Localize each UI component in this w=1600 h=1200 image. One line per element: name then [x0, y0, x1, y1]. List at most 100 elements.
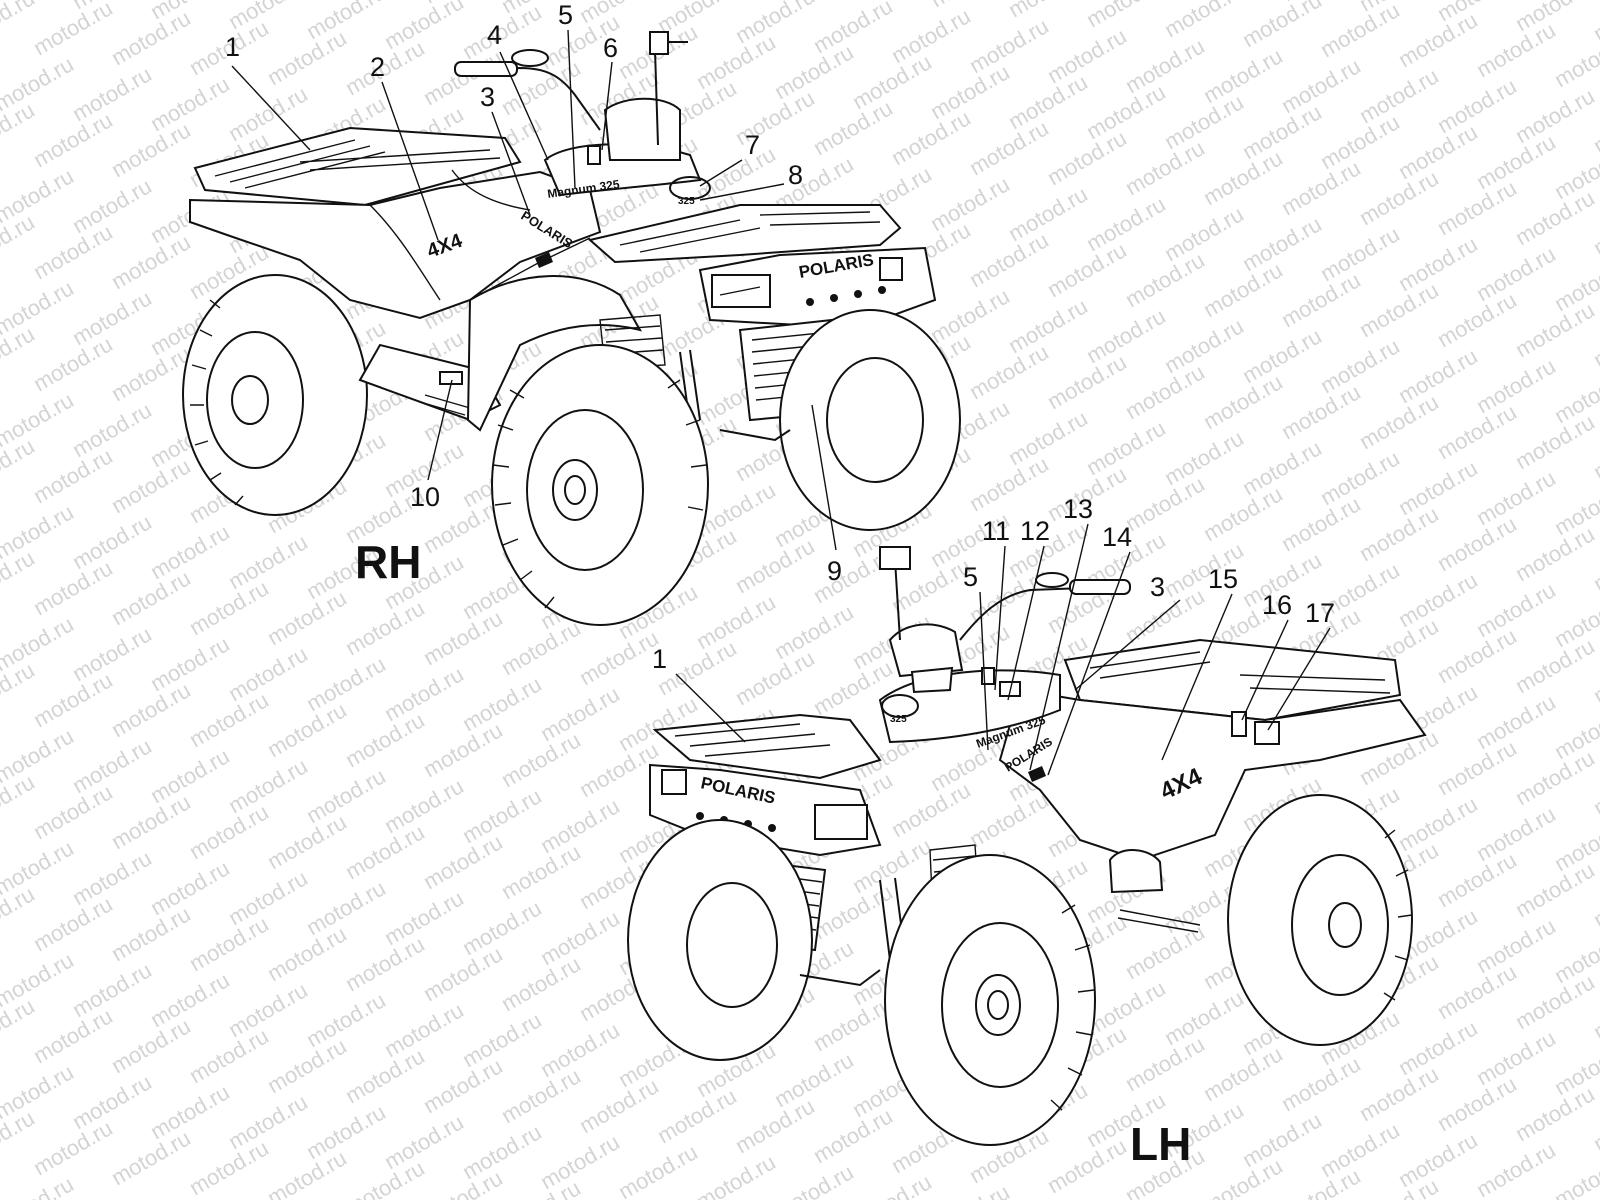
watermark-text: motod.ru	[1355, 389, 1443, 454]
watermark-text: motod.ru	[1238, 99, 1326, 164]
watermark-text: motod.ru	[1082, 303, 1170, 368]
watermark-text: motod.ru	[770, 1159, 858, 1200]
watermark-text: motod.ru	[1472, 913, 1560, 978]
watermark-text: motod.ru	[1082, 0, 1170, 32]
rh-view-label: RH	[355, 536, 421, 588]
watermark-text: motod.ru	[497, 1063, 585, 1128]
watermark-text: motod.ru	[848, 1169, 936, 1200]
watermark-text: motod.ru	[341, 595, 429, 660]
lh-leader-lines	[675, 523, 1331, 776]
watermark-text: motod.ru	[224, 977, 312, 1042]
watermark-text: motod.ru	[1082, 191, 1170, 256]
watermark-text: motod.ru	[536, 1017, 624, 1082]
watermark-text: motod.ru	[1043, 349, 1131, 414]
rh-callout-4: 4	[487, 20, 502, 50]
watermark-text: motod.ru	[68, 957, 156, 1022]
watermark-text: motod.ru	[1160, 313, 1248, 378]
watermark-text: motod.ru	[575, 625, 663, 690]
watermark-text: motod.ru	[380, 1109, 468, 1174]
watermark-text: motod.ru	[809, 95, 897, 160]
watermark-text: motod.ru	[1160, 0, 1248, 42]
lh-callout-11: 11	[982, 516, 1010, 546]
watermark-text: motod.ru	[1004, 405, 1092, 470]
watermark-text: motod.ru	[965, 13, 1053, 78]
watermark-text: motod.ru	[68, 509, 156, 574]
watermark-text: motod.ru	[926, 1179, 1014, 1200]
watermark-text: motod.ru	[1511, 969, 1599, 1034]
watermark-text: motod.ru	[29, 891, 117, 956]
watermark-text: motod.ru	[224, 753, 312, 818]
watermark-text: motod.ru	[1472, 241, 1560, 306]
watermark-text: motod.ru	[1082, 415, 1170, 480]
watermark-text: motod.ru	[1511, 633, 1599, 698]
watermark-text: motod.ru	[770, 39, 858, 104]
watermark-text: motod.ru	[1472, 17, 1560, 82]
watermark-text: motod.ru	[1238, 323, 1326, 388]
watermark-text: motod.ru	[380, 885, 468, 950]
watermark-text: motod.ru	[1043, 1133, 1131, 1198]
atv-lh-drawing: 4X4 325 Magnum 325 POLARIS PO	[627, 546, 1427, 1146]
watermark-text: motod.ru	[1355, 165, 1443, 230]
watermark-text: motod.ru	[1433, 511, 1521, 576]
watermark-text: motod.ru	[146, 519, 234, 584]
watermark-text: motod.ru	[185, 1023, 273, 1088]
watermark-text: motod.ru	[1511, 409, 1599, 474]
watermark-text: motod.ru	[887, 105, 975, 170]
watermark-text: motod.ru	[263, 921, 351, 986]
watermark-text: motod.ru	[1394, 343, 1482, 408]
watermark-text: motod.ru	[29, 331, 117, 396]
watermark-text: motod.ru	[107, 789, 195, 854]
watermark-text: motod.ru	[1472, 1137, 1560, 1200]
watermark-text: motod.ru	[302, 1099, 390, 1164]
watermark-text: motod.ru	[536, 905, 624, 970]
atv-rh-drawing: 4X4 POLARIS Magnum 325 325 POLARIS	[182, 31, 961, 626]
watermark-text: motod.ru	[887, 777, 975, 842]
watermark-text: motod.ru	[29, 667, 117, 732]
watermark-text: motod.ru	[497, 727, 585, 792]
watermark-text: motod.ru	[965, 115, 1053, 180]
watermark-text: motod.ru	[1433, 959, 1521, 1024]
watermark-text: motod.ru	[965, 787, 1053, 852]
watermark-text: motod.ru	[263, 1033, 351, 1098]
watermark-text: motod.ru	[1472, 353, 1560, 418]
watermark-text: motod.ru	[1277, 53, 1365, 118]
watermark-text: motod.ru	[926, 59, 1014, 124]
rh-callout-3: 3	[480, 82, 495, 112]
watermark-text: motod.ru	[1004, 293, 1092, 358]
watermark-text: motod.ru	[302, 763, 390, 828]
watermark-text: motod.ru	[1511, 521, 1599, 586]
lh-callout-16: 16	[1262, 590, 1292, 620]
watermark-text: motod.ru	[497, 839, 585, 904]
watermark-text: motod.ru	[68, 285, 156, 350]
lh-view-label: LH	[1130, 1118, 1191, 1170]
watermark-text: motod.ru	[146, 743, 234, 808]
watermark-text: motod.ru	[731, 533, 819, 598]
watermark-text: motod.ru	[1199, 481, 1287, 546]
watermark-text: motod.ru	[770, 599, 858, 664]
watermark-text: motod.ru	[809, 1103, 897, 1168]
watermark-text: motod.ru	[1121, 33, 1209, 98]
watermark-text: motod.ru	[224, 81, 312, 146]
watermark-text: motod.ru	[770, 1047, 858, 1112]
rh-callout-9: 9	[827, 556, 842, 586]
engine-decal-rh: 325	[678, 196, 695, 207]
watermark-text: motod.ru	[302, 651, 390, 716]
watermark-text: motod.ru	[731, 1093, 819, 1158]
lh-callout-5: 5	[963, 562, 978, 592]
rh-callout-6: 6	[603, 33, 618, 63]
watermark-text: motod.ru	[29, 443, 117, 508]
watermark-text: motod.ru	[419, 829, 507, 894]
watermark-text: motod.ru	[263, 809, 351, 874]
watermark-text: motod.ru	[1433, 399, 1521, 464]
watermark-text: motod.ru	[458, 671, 546, 736]
watermark-text: motod.ru	[1160, 89, 1248, 154]
rh-leader-lines	[231, 29, 837, 551]
watermark-text: motod.ru	[341, 1043, 429, 1108]
watermark-text: motod.ru	[68, 173, 156, 238]
watermark-text: motod.ru	[1394, 567, 1482, 632]
watermark-text: motod.ru	[1355, 1061, 1443, 1126]
watermark-text: motod.ru	[1277, 1051, 1365, 1116]
watermark-text: motod.ru	[224, 1089, 312, 1154]
watermark-text: motod.ru	[1355, 63, 1443, 128]
watermark-text: motod.ru	[614, 1139, 702, 1200]
